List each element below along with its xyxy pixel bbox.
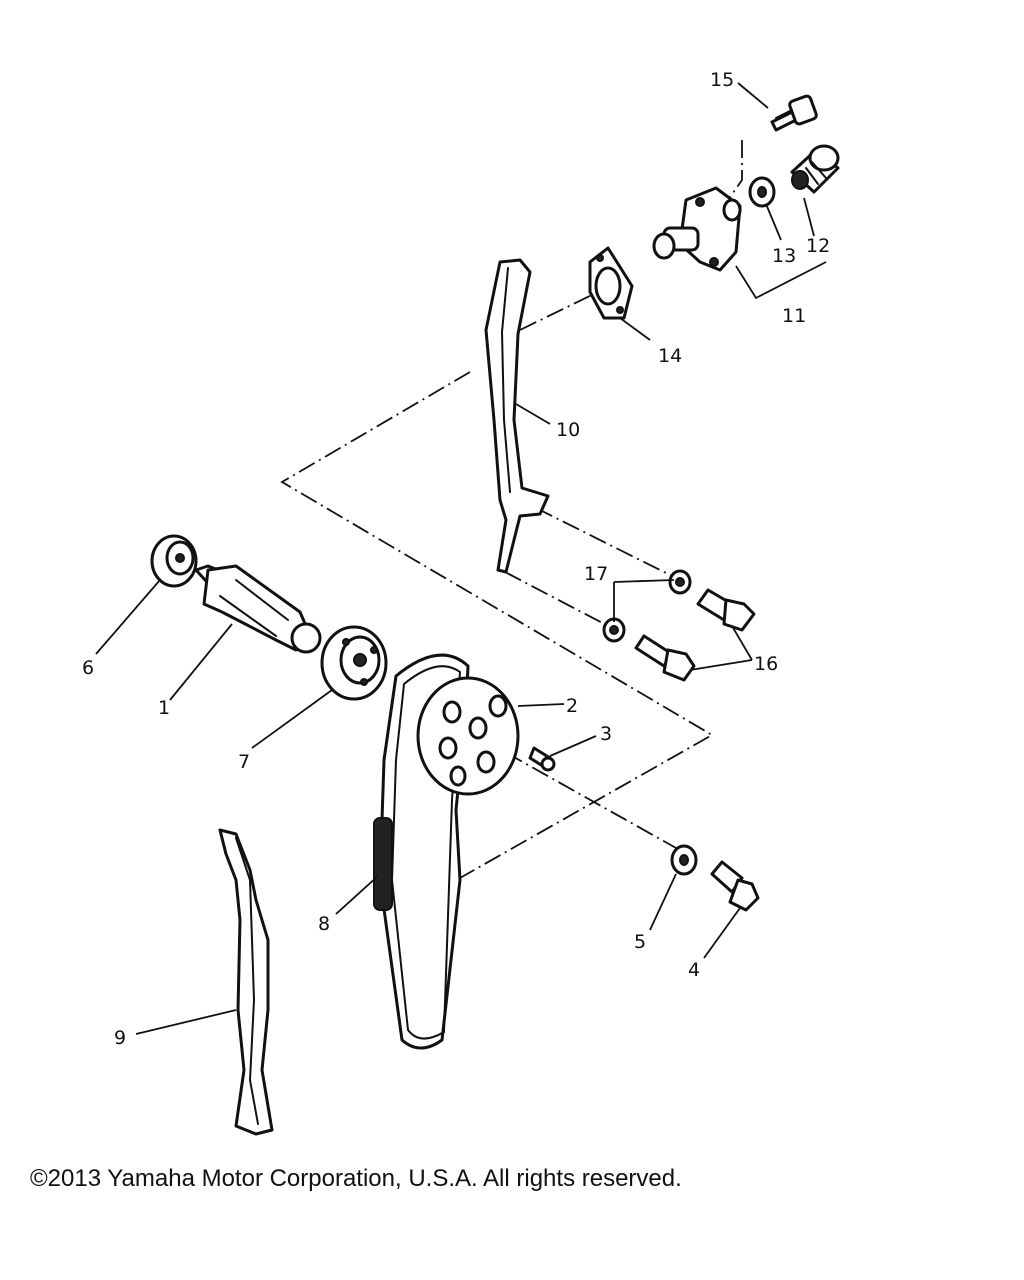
tensioner-bolt [770,94,818,132]
tensioner-cap-bolt [790,144,840,194]
callout-labels: 15 12 13 11 14 10 17 16 6 1 7 2 3 8 5 4 … [82,69,830,1049]
sprocket-bolt [710,860,760,912]
leader-lines [95,82,827,1035]
camshaft-bearing-left [150,534,198,588]
callout-1: 1 [158,697,170,719]
callout-13: 13 [772,245,796,267]
callout-9: 9 [114,1027,126,1049]
callout-14: 14 [658,345,682,367]
callout-4: 4 [688,959,700,981]
callout-11: 11 [782,305,806,327]
tensioner-gasket [588,246,634,320]
callout-10: 10 [556,419,580,441]
callout-6: 6 [82,657,94,679]
chain-tensioner-guide [484,258,550,574]
callout-3: 3 [600,723,612,745]
camshaft-sprocket [416,676,520,796]
guide-bolt-washers [602,569,692,643]
chain-guide [218,828,274,1136]
callout-16: 16 [754,653,778,675]
callout-2: 2 [566,695,578,717]
camshaft [194,564,322,654]
callout-8: 8 [318,913,330,935]
callout-7: 7 [238,751,250,773]
guide-bolts [634,588,756,682]
copyright-notice: ©2013 Yamaha Motor Corporation, U.S.A. A… [30,1165,682,1192]
callout-5: 5 [634,931,646,953]
callout-15: 15 [710,69,734,91]
sprocket-dowel-pin [528,746,556,772]
tensioner-gasket-washer [748,176,776,208]
camshaft-bearing-right [320,625,388,701]
callout-17: 17 [584,563,608,585]
callout-12: 12 [806,235,830,257]
chain-tensioner-assembly [652,186,742,272]
sprocket-bolt-washer [670,844,698,876]
